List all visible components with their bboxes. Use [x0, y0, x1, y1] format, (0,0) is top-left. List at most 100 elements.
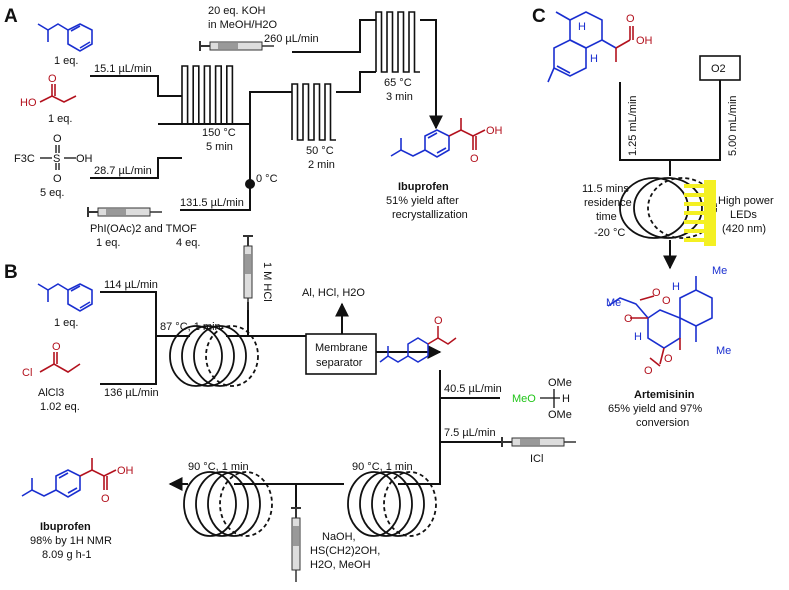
product-name-c: Artemisinin	[634, 389, 695, 401]
art-o-4: O	[664, 353, 673, 365]
photo-coil-loop-1	[619, 177, 689, 239]
flow-rate-o2: 5.00 mL/min	[727, 95, 739, 156]
flow-lines-c	[619, 80, 721, 270]
product-name-a: Ibuprofen	[398, 181, 449, 193]
coil-2-loop-2	[359, 471, 413, 537]
reagent-eq-2: 1 eq.	[48, 113, 72, 125]
acid-oh-b: OH	[117, 465, 134, 477]
panel-b-label: B	[4, 262, 18, 283]
tmof-meo: MeO	[512, 393, 536, 405]
acid-o-b: O	[101, 493, 110, 505]
flow-rate-koh: 260 µL/min	[264, 33, 319, 45]
atom-oh: OH	[76, 153, 93, 165]
propanoyl-chloride-structure	[39, 352, 81, 373]
art-o-2: O	[662, 295, 671, 307]
atom-f3c: F3C	[14, 153, 35, 165]
flow-rate-b-1: 114 µL/min	[104, 279, 158, 291]
tmof-ome-top: OMe	[548, 377, 572, 389]
led-ray	[684, 229, 704, 233]
coil-1-loop-3	[193, 325, 247, 387]
coils-b	[169, 325, 437, 537]
reagent-b-1: 1 eq.	[54, 317, 78, 329]
led-ray	[684, 211, 704, 215]
syringe-icl	[501, 436, 577, 448]
flow-lines-b	[100, 291, 508, 508]
pioac-eq-1: 1 eq.	[96, 237, 120, 249]
reactor-2-serpentine	[291, 83, 336, 141]
membrane-label-2: separator	[316, 357, 363, 369]
reactor-2-time: 2 min	[308, 159, 335, 171]
residence-3: time	[596, 211, 617, 223]
ketone-intermediate	[379, 337, 429, 363]
led-label-2: LEDs	[730, 209, 757, 221]
o2-label: O2	[711, 63, 726, 75]
syringe-naoh	[290, 507, 302, 583]
panel-b: B 1 eq. O Cl AlCl3 1.02 eq. Membrane sep…	[4, 235, 577, 583]
ketone-o: O	[434, 315, 443, 327]
product-yield-a-2: recrystallization	[392, 209, 468, 221]
junction-temp: 0 °C	[256, 173, 278, 185]
product-c-line-2: conversion	[636, 417, 689, 429]
pioac-label: PhI(OAc)2 and TMOF	[90, 223, 197, 235]
art-me-1: Me	[712, 265, 727, 277]
koh-label-2: in MeOH/H2O	[208, 19, 278, 31]
reactor-1-temp: 150 °C	[202, 127, 236, 139]
ibuprofen-acid-a	[448, 118, 486, 150]
syringe-koh	[199, 40, 275, 52]
reagents-b-2: HS(CH2)2OH,	[310, 545, 380, 557]
syringe-pioac	[87, 206, 163, 218]
reactor-3-temp: 65 °C	[384, 77, 412, 89]
acid-o-a: O	[470, 153, 479, 165]
reactor-3-serpentine	[375, 11, 420, 73]
byproducts-label: Al, HCl, H2O	[302, 287, 365, 299]
ibuprofen-structure-b	[21, 469, 81, 498]
coil-3-conditions: 90 °C, 1 min	[188, 461, 249, 473]
reagent-eq-1: 1 eq.	[54, 55, 78, 67]
ibuprofen-structure-a	[390, 129, 450, 158]
residence-4: -20 °C	[594, 227, 625, 239]
coil-3-loop-3	[207, 471, 261, 537]
flow-rate-2: 28.7 µL/min	[94, 165, 152, 177]
propanoic-acid-structure	[39, 84, 77, 103]
flow-rate-1: 15.1 µL/min	[94, 63, 152, 75]
led-bar	[704, 180, 716, 246]
led-ray	[684, 193, 704, 197]
led-ray	[684, 220, 704, 224]
coil-2-loop-1	[347, 471, 401, 537]
membrane-separator-box	[305, 333, 377, 375]
ketone-carbonyl	[427, 326, 457, 345]
flow-lines-a	[90, 19, 443, 211]
art-o-5: O	[644, 365, 653, 377]
art-me-2: Me	[606, 297, 621, 309]
dha-o: O	[626, 13, 635, 25]
acid-oh-a: OH	[486, 125, 503, 137]
tmof-h: H	[562, 393, 570, 405]
atom-o-bottom: O	[53, 173, 62, 185]
atom-o: O	[48, 73, 57, 85]
reagent-eq-3: 5 eq.	[40, 187, 64, 199]
coil-1-loop-1	[169, 325, 223, 387]
hcl-label: 1 M HCl	[261, 262, 273, 302]
koh-label-1: 20 eq. KOH	[208, 5, 266, 17]
panel-a: A 1 eq. O HO 1 eq. O S O F3C OH 5 eq.	[4, 5, 503, 249]
coil-1-loop-2	[181, 325, 235, 387]
art-me-3: Me	[716, 345, 731, 357]
isobutylbenzene-structure-a	[37, 23, 93, 52]
dha-h-1: H	[578, 21, 586, 33]
tmof-ome-bottom: OMe	[548, 409, 572, 421]
reactor-2-temp: 50 °C	[306, 145, 334, 157]
dha-h-2: H	[590, 53, 598, 65]
art-h-1: H	[672, 281, 680, 293]
photo-coil-loop-2	[633, 177, 703, 239]
dha-oh: OH	[636, 35, 653, 47]
flow-rate-pioac: 131.5 µL/min	[180, 197, 244, 209]
coil-1-conditions: 87 °C, 1 min	[160, 321, 221, 333]
led-ray	[684, 202, 704, 206]
reagents-b-3: H2O, MeOH	[310, 559, 371, 571]
coil-3-loop-1	[183, 471, 237, 537]
panel-c: C H H OH O O2 1.25 mL/min 5.00 mL/min 11…	[532, 6, 774, 429]
icl-label: ICl	[530, 453, 543, 465]
product-yield-a-1: 51% yield after	[386, 195, 459, 207]
alcl3-label: AlCl3	[38, 387, 64, 399]
